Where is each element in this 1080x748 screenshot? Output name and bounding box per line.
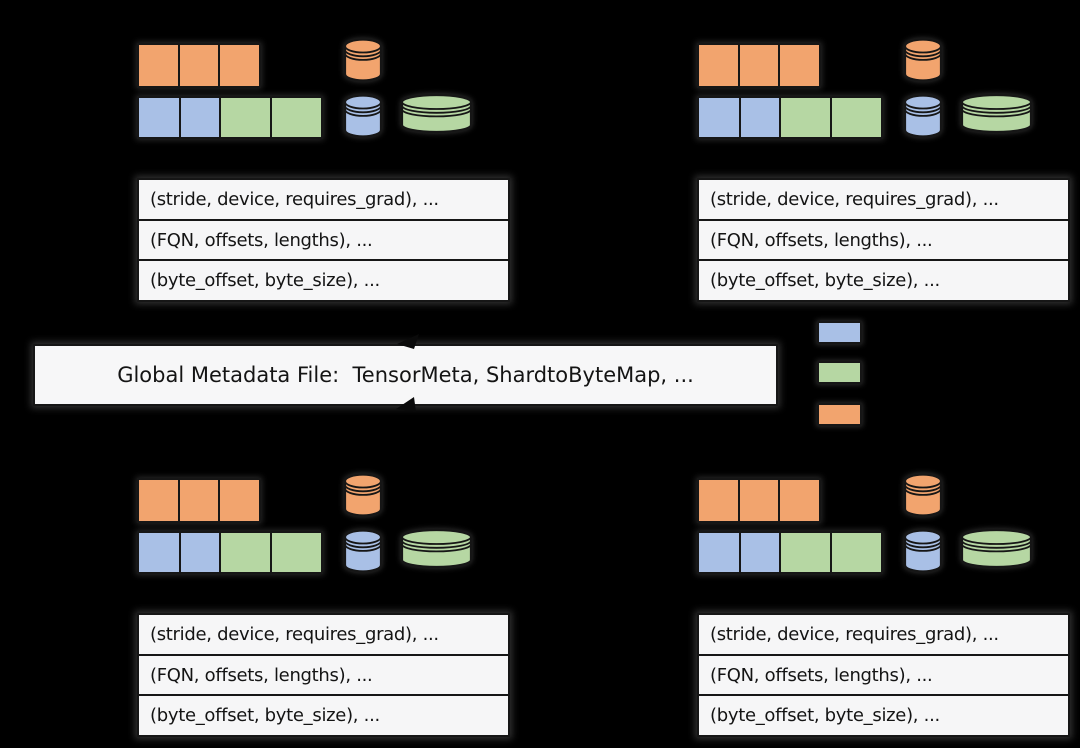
metadata-row-tensor-meta: (stride, device, requires_grad), ... <box>710 623 999 645</box>
cylinder-blue-icon <box>903 529 943 573</box>
metadata-table: (stride, device, requires_grad), ... (FQ… <box>697 178 1070 302</box>
arrowhead-icons <box>396 334 419 412</box>
tensor-shard-cell-orange <box>699 45 738 86</box>
metadata-row-shard-meta: (FQN, offsets, lengths), ... <box>139 218 508 260</box>
metadata-row-shard-meta: (FQN, offsets, lengths), ... <box>139 653 508 695</box>
metadata-row-tensor-meta: (stride, device, requires_grad), ... <box>150 623 439 645</box>
metadata-row-byte-map: (byte_offset, byte_size), ... <box>699 259 1068 300</box>
metadata-row-byte-map: (byte_offset, byte_size), ... <box>139 694 508 735</box>
metadata-row-shard-meta: (FQN, offsets, lengths), ... <box>699 218 1068 260</box>
tensor-shard-cell-orange <box>218 45 260 86</box>
tensor-shard-cell-blue <box>739 533 780 572</box>
tensor-shard-cell-orange <box>778 480 820 521</box>
cylinder-blue-icon <box>343 94 383 138</box>
cylinder-orange-icon <box>343 38 383 82</box>
metadata-row-shard-meta: (FQN, offsets, lengths), ... <box>699 653 1068 695</box>
tensor-shard-cell-blue <box>179 98 220 137</box>
cylinder-orange-icon <box>903 473 943 517</box>
metadata-row-tensor-meta: (stride, device, requires_grad), ... <box>710 188 999 210</box>
tensor-shard-cell-green <box>830 98 882 137</box>
tensor-shard-cell-green <box>830 533 882 572</box>
metadata-row-byte-map: (byte_offset, byte_size), ... <box>699 694 1068 735</box>
tensor-shard-cell-blue <box>739 98 780 137</box>
tensor-shard-cell-orange <box>737 480 779 521</box>
cylinder-orange-icon <box>903 38 943 82</box>
tensor-shard-cell-blue <box>699 98 740 137</box>
tensor-row-mixed <box>137 96 323 139</box>
cylinder-blue-icon <box>903 94 943 138</box>
arrowhead-top-icon <box>397 334 419 349</box>
metadata-table: (stride, device, requires_grad), ... (FQ… <box>697 613 1070 737</box>
rank-panel-top-left: (stride, device, requires_grad), ... (FQ… <box>137 38 652 305</box>
tensor-shard-cell-blue <box>139 533 180 572</box>
legend-swatch-green <box>817 361 862 384</box>
metadata-row-tensor-meta: (stride, device, requires_grad), ... <box>150 188 439 210</box>
cylinder-blue-icon <box>343 529 383 573</box>
global-metadata-file-label: Global Metadata File: TensorMeta, Shardt… <box>117 363 694 387</box>
tensor-shard-cell-green <box>779 98 831 137</box>
tensor-shard-cell-orange <box>139 480 178 521</box>
rank-panel-bottom-right: (stride, device, requires_grad), ... (FQ… <box>697 473 1080 740</box>
arrowhead-bottom-icon <box>396 397 416 412</box>
legend-swatch-blue <box>817 321 862 344</box>
metadata-table: (stride, device, requires_grad), ... (FQ… <box>137 613 510 737</box>
cylinder-green-icon <box>400 528 473 569</box>
tensor-shard-cell-green <box>779 533 831 572</box>
tensor-shard-cell-green <box>270 533 322 572</box>
tensor-shard-cell-green <box>270 98 322 137</box>
tensor-shard-cell-blue <box>139 98 180 137</box>
tensor-row-orange <box>137 478 261 523</box>
tensor-row-orange <box>697 478 821 523</box>
tensor-shard-cell-orange <box>699 480 738 521</box>
cylinder-green-icon <box>960 528 1033 569</box>
cylinder-orange-icon <box>343 473 383 517</box>
tensor-shard-cell-blue <box>699 533 740 572</box>
cylinder-green-icon <box>960 93 1033 134</box>
metadata-table: (stride, device, requires_grad), ... (FQ… <box>137 178 510 302</box>
tensor-shard-cell-green <box>219 98 271 137</box>
tensor-row-orange <box>137 43 261 88</box>
tensor-row-orange <box>697 43 821 88</box>
tensor-shard-cell-orange <box>737 45 779 86</box>
rank-panel-top-right: (stride, device, requires_grad), ... (FQ… <box>697 38 1080 305</box>
global-metadata-file-box: Global Metadata File: TensorMeta, Shardt… <box>33 344 778 406</box>
cylinder-green-icon <box>400 93 473 134</box>
legend-swatch-orange <box>817 403 862 426</box>
tensor-row-mixed <box>137 531 323 574</box>
tensor-shard-cell-green <box>219 533 271 572</box>
rank-panel-bottom-left: (stride, device, requires_grad), ... (FQ… <box>137 473 652 740</box>
tensor-shard-cell-orange <box>139 45 178 86</box>
tensor-shard-cell-orange <box>177 480 219 521</box>
tensor-shard-cell-orange <box>218 480 260 521</box>
metadata-row-byte-map: (byte_offset, byte_size), ... <box>139 259 508 300</box>
tensor-shard-cell-orange <box>177 45 219 86</box>
tensor-shard-cell-orange <box>778 45 820 86</box>
tensor-row-mixed <box>697 531 883 574</box>
tensor-row-mixed <box>697 96 883 139</box>
tensor-shard-cell-blue <box>179 533 220 572</box>
